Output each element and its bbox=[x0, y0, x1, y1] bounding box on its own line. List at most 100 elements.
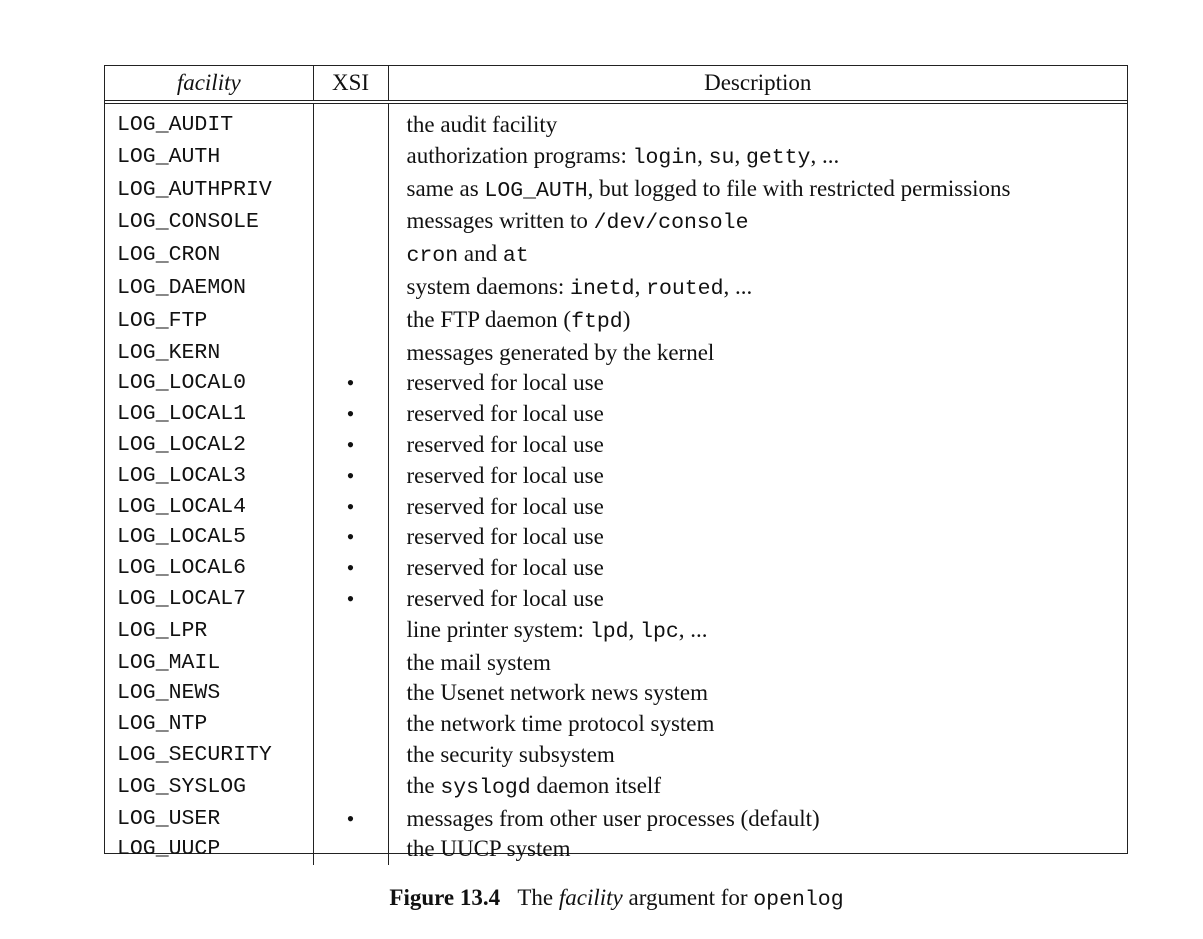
table-row: LOG_DAEMON system daemons: inetd, routed,… bbox=[105, 271, 1127, 305]
facility-name: LOG_AUTH bbox=[105, 140, 314, 174]
header-xsi: XSI bbox=[313, 66, 389, 104]
description-text: reserved for local use bbox=[406, 370, 604, 396]
description-text: authorization programs: bbox=[406, 142, 633, 168]
facility-name: LOG_LPR bbox=[105, 614, 314, 648]
facility-name: LOG_LOCAL4 bbox=[105, 491, 314, 523]
table-row: LOG_LOCAL1•reserved for local use bbox=[105, 399, 1127, 430]
facility-description: same as LOG_AUTH, but logged to file wit… bbox=[388, 174, 1127, 207]
facility-description: reserved for local use bbox=[388, 461, 1127, 492]
description-code: lpd bbox=[589, 619, 629, 644]
xsi-marker bbox=[313, 678, 389, 710]
xsi-marker: • bbox=[313, 803, 389, 835]
xsi-marker bbox=[313, 206, 389, 240]
description-text: messages generated by the kernel bbox=[406, 339, 715, 365]
xsi-marker: • bbox=[313, 429, 389, 461]
description-text: reserved for local use bbox=[406, 462, 604, 488]
description-code: su bbox=[708, 145, 735, 170]
table-row: LOG_USER•messages from other user proces… bbox=[105, 803, 1127, 835]
facility-description: reserved for local use bbox=[388, 399, 1127, 430]
facility-description: messages from other user processes (defa… bbox=[388, 804, 1127, 835]
description-code: inetd bbox=[570, 276, 635, 301]
description-text: the security subsystem bbox=[406, 741, 615, 767]
description-text: reserved for local use bbox=[406, 524, 604, 550]
table-row: LOG_LOCAL3•reserved for local use bbox=[105, 460, 1127, 492]
description-text: , ... bbox=[723, 273, 753, 299]
xsi-marker bbox=[313, 304, 389, 338]
facility-name: LOG_NTP bbox=[105, 709, 314, 740]
description-text: the Usenet network news system bbox=[406, 680, 709, 706]
facility-description: reserved for local use bbox=[388, 522, 1127, 553]
table-row: LOG_SECURITY the security subsystem bbox=[105, 739, 1127, 771]
facility-description: the UUCP system bbox=[388, 834, 1127, 865]
table-row: LOG_LOCAL6•reserved for local use bbox=[105, 553, 1127, 584]
facility-description: the network time protocol system bbox=[388, 709, 1127, 740]
description-text: the audit facility bbox=[406, 112, 558, 137]
facility-description: system daemons: inetd, routed, ... bbox=[388, 272, 1127, 305]
facility-name: LOG_LOCAL5 bbox=[105, 522, 314, 554]
caption-text-mid: argument for bbox=[622, 885, 754, 910]
caption-text-italic: facility bbox=[558, 885, 623, 910]
description-text: , ... bbox=[678, 616, 708, 642]
facility-description: messages written to /dev/console bbox=[388, 206, 1127, 239]
facility-name: LOG_DAEMON bbox=[105, 271, 314, 305]
facility-name: LOG_NEWS bbox=[105, 678, 314, 710]
facility-description: the security subsystem bbox=[388, 740, 1127, 771]
description-text: same as bbox=[406, 175, 485, 201]
description-text: , bbox=[697, 142, 709, 168]
xsi-marker bbox=[313, 271, 389, 305]
description-text: , bbox=[734, 142, 746, 168]
xsi-marker bbox=[313, 337, 389, 369]
description-code: syslogd bbox=[440, 775, 531, 800]
table-row: LOG_NEWS the Usenet network news system bbox=[105, 678, 1127, 710]
xsi-marker: • bbox=[313, 368, 389, 400]
facility-name: LOG_LOCAL7 bbox=[105, 583, 314, 615]
description-text: messages from other user processes (defa… bbox=[406, 805, 820, 831]
xsi-marker bbox=[313, 739, 389, 771]
description-text: line printer system: bbox=[406, 616, 590, 642]
xsi-marker bbox=[313, 647, 389, 679]
description-code: ftpd bbox=[571, 309, 623, 334]
facility-description: reserved for local use bbox=[388, 492, 1127, 523]
table-row: LOG_NTP the network time protocol system bbox=[105, 709, 1127, 740]
description-text: , but logged to file with restricted per… bbox=[587, 175, 1011, 201]
table-row: LOG_AUTHPRIV same as LOG_AUTH, but logged… bbox=[105, 173, 1127, 207]
caption-code: openlog bbox=[753, 888, 844, 912]
description-text: the UUCP system bbox=[406, 836, 571, 862]
facility-name: LOG_MAIL bbox=[105, 647, 314, 679]
xsi-marker: • bbox=[313, 522, 389, 554]
description-text: system daemons: bbox=[406, 273, 571, 299]
facility-description: messages generated by the kernel bbox=[388, 338, 1127, 369]
description-code: routed bbox=[646, 276, 724, 301]
xsi-marker: • bbox=[313, 583, 389, 615]
xsi-marker bbox=[313, 173, 389, 207]
description-code: at bbox=[502, 244, 529, 269]
facility-name: LOG_AUTHPRIV bbox=[105, 173, 314, 207]
description-text: the bbox=[406, 772, 441, 798]
xsi-marker bbox=[313, 709, 389, 740]
facility-name: LOG_LOCAL1 bbox=[105, 399, 314, 430]
xsi-marker bbox=[313, 239, 389, 272]
caption-text-pre: The bbox=[517, 885, 559, 910]
facility-name: LOG_CONSOLE bbox=[105, 206, 314, 240]
description-text: ) bbox=[622, 306, 631, 332]
table-row: LOG_LOCAL0•reserved for local use bbox=[105, 368, 1127, 400]
table-row: LOG_CONSOLE messages written to /dev/cons… bbox=[105, 206, 1127, 240]
table-row: LOG_LOCAL2•reserved for local use bbox=[105, 429, 1127, 461]
facility-name: LOG_LOCAL3 bbox=[105, 460, 314, 492]
xsi-marker: • bbox=[313, 491, 389, 523]
facility-description: the audit facility bbox=[388, 102, 1127, 141]
description-code: /dev/console bbox=[593, 211, 749, 236]
description-text: reserved for local use bbox=[406, 493, 604, 519]
table-header-row: facility XSI Description bbox=[105, 66, 1127, 104]
description-text: messages written to bbox=[406, 208, 594, 234]
facility-name: LOG_SECURITY bbox=[105, 739, 314, 771]
description-text: , bbox=[634, 273, 647, 299]
